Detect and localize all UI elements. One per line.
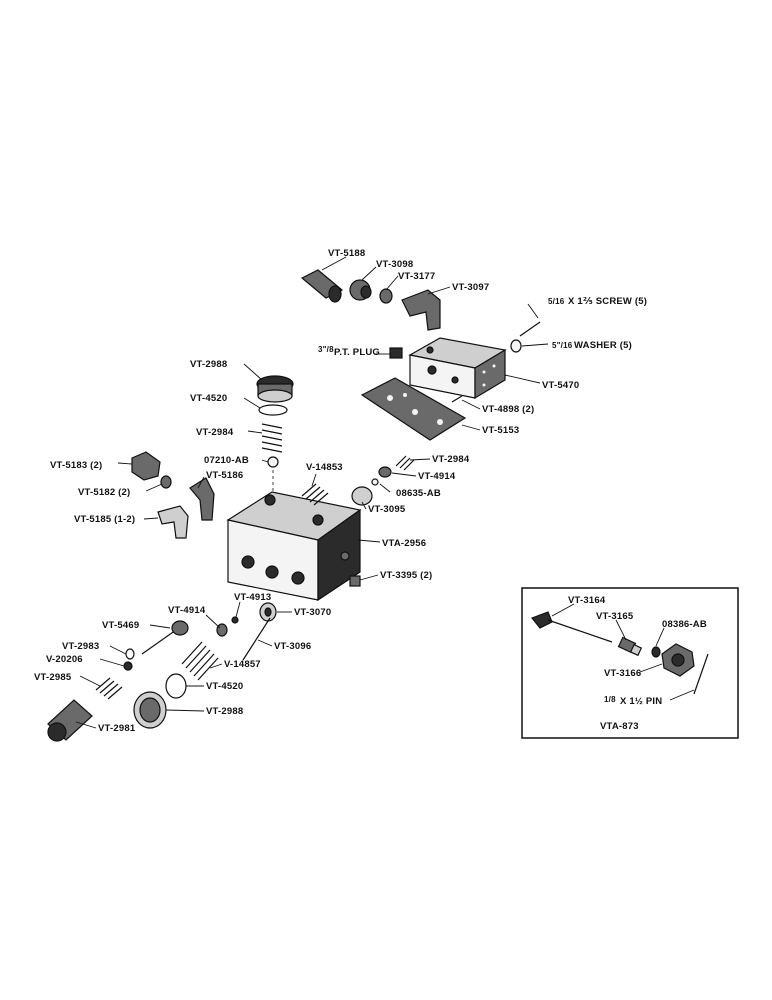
label-vt-2988-bottom: VT-2988 (206, 706, 243, 717)
cap-vt-2988-bottom (133, 691, 167, 729)
washer-5-16 (510, 339, 522, 353)
label-vt-5470: VT-5470 (542, 380, 579, 391)
label-08386-ab: 08386-AB (662, 619, 707, 630)
screw-5-16 (519, 321, 541, 337)
label-vt-2988-top: VT-2988 (190, 359, 227, 370)
pin-vt-4913 (231, 616, 239, 624)
cap-vt-2988-top (256, 375, 294, 403)
label-screw: X 1⅖ SCREW (5) (568, 296, 647, 307)
sub-block-vt-5470 (408, 337, 507, 400)
ring-vt-2983 (125, 648, 135, 660)
elbow-vt-5185 (157, 505, 189, 539)
cap-vt-3095 (351, 486, 373, 506)
label-pin-fraction: 1/8 (604, 695, 616, 704)
piston-vt-2981 (47, 699, 93, 742)
label-08635-ab: 08635-AB (396, 488, 441, 499)
ball-08635-ab (371, 478, 379, 486)
inset-frame (521, 587, 739, 739)
label-washer-fraction: 5"/16 (552, 341, 573, 350)
nut-vt-5183 (131, 451, 161, 481)
label-vt-5182: VT-5182 (2) (78, 487, 130, 498)
stem-vt-3096 (242, 617, 271, 661)
label-washer: WASHER (5) (574, 340, 632, 351)
label-vt-2983: VT-2983 (62, 641, 99, 652)
label-vt-5153: VT-5153 (482, 425, 519, 436)
label-vt-3395: VT-3395 (2) (380, 570, 432, 581)
label-v-14857: V-14857 (224, 659, 261, 670)
label-v-20206: V-20206 (46, 654, 83, 665)
spring-vt-2984-right (395, 455, 415, 471)
label-vt-4520-top: VT-4520 (190, 393, 227, 404)
label-pin: X 1½ PIN (620, 696, 662, 707)
label-vt-2985: VT-2985 (34, 672, 72, 683)
nut-vt-3166 (661, 643, 695, 677)
pin-1-8 (693, 653, 709, 695)
label-vt-3166: VT-3166 (604, 668, 641, 679)
label-screw-fraction: 5/16 (548, 297, 565, 306)
spring-v-14853 (301, 483, 329, 506)
part-labels: VT-5188 VT-3098 VT-3177 VT-3097 5/16 X 1… (34, 248, 647, 734)
plug-vt-3395 (349, 575, 361, 587)
label-vt-3095: VT-3095 (368, 504, 406, 515)
plug-3-8 (389, 347, 403, 359)
label-vt-4914-right: VT-4914 (418, 471, 456, 482)
inset-vta-873: VT-3164 VT-3165 08386-AB VT-3166 1/8 X 1… (521, 587, 739, 739)
spring-vt-2984-left (261, 423, 283, 453)
seat-vt-4914-left (216, 623, 228, 637)
label-vt-5469: VT-5469 (102, 620, 139, 631)
label-vt-5186: VT-5186 (206, 470, 243, 481)
label-plug: P.T. PLUG (334, 347, 380, 358)
inset-title: VTA-873 (600, 721, 639, 732)
seat-vt-4914-right (378, 466, 392, 478)
gasket-vt-5153 (360, 377, 467, 441)
spring-v-14857 (181, 641, 219, 681)
leader-lines (75, 256, 549, 729)
label-vt-2981: VT-2981 (98, 723, 136, 734)
label-07210-ab: 07210-AB (204, 455, 249, 466)
label-vt-3097: VT-3097 (452, 282, 489, 293)
spring-vt-2985 (95, 677, 123, 700)
label-vt-2984-left: VT-2984 (196, 427, 234, 438)
ring-vt-3177 (379, 288, 393, 304)
label-vt-3164: VT-3164 (568, 595, 606, 606)
label-vt-3070: VT-3070 (294, 607, 331, 618)
o-ring-vt-4520-bottom (165, 673, 187, 699)
label-vt-5185: VT-5185 (1-2) (74, 514, 135, 525)
label-vt-4914-left: VT-4914 (168, 605, 206, 616)
elbow-vt-3097 (401, 289, 441, 331)
fitting-vt-5188 (300, 269, 344, 303)
label-vt-5188: VT-5188 (328, 248, 365, 259)
label-vt-4913: VT-4913 (234, 592, 271, 603)
elbow-vt-5186 (189, 477, 215, 521)
label-v-14853: V-14853 (306, 462, 343, 473)
label-vt-3096: VT-3096 (274, 641, 311, 652)
ball-07210-ab (267, 456, 279, 468)
pin-vt-4898 (451, 395, 463, 403)
label-vt-3165: VT-3165 (596, 611, 634, 622)
valve-body-vta-2956 (226, 491, 362, 602)
label-plug-fraction: 3"/8 (318, 345, 334, 354)
fitting-vt-3165 (617, 636, 643, 657)
label-vt-3098: VT-3098 (376, 259, 413, 270)
o-ring-vt-4520-top (258, 404, 288, 416)
label-vta-2956: VTA-2956 (382, 538, 426, 549)
label-vt-4520-bottom: VT-4520 (206, 681, 243, 692)
label-vt-5183: VT-5183 (2) (50, 460, 102, 471)
ball-08386-ab (651, 646, 661, 658)
valve-vt-5469 (141, 620, 189, 655)
nut-vt-3098 (349, 279, 372, 301)
needle-vt-3164 (531, 611, 613, 643)
label-vt-4898: VT-4898 (2) (482, 404, 534, 415)
label-vt-2984-right: VT-2984 (432, 454, 470, 465)
sleeve-vt-5182 (160, 475, 172, 489)
ring-v-20206 (123, 661, 133, 671)
washer-vt-3070 (259, 602, 277, 622)
label-vt-3177: VT-3177 (398, 271, 435, 282)
